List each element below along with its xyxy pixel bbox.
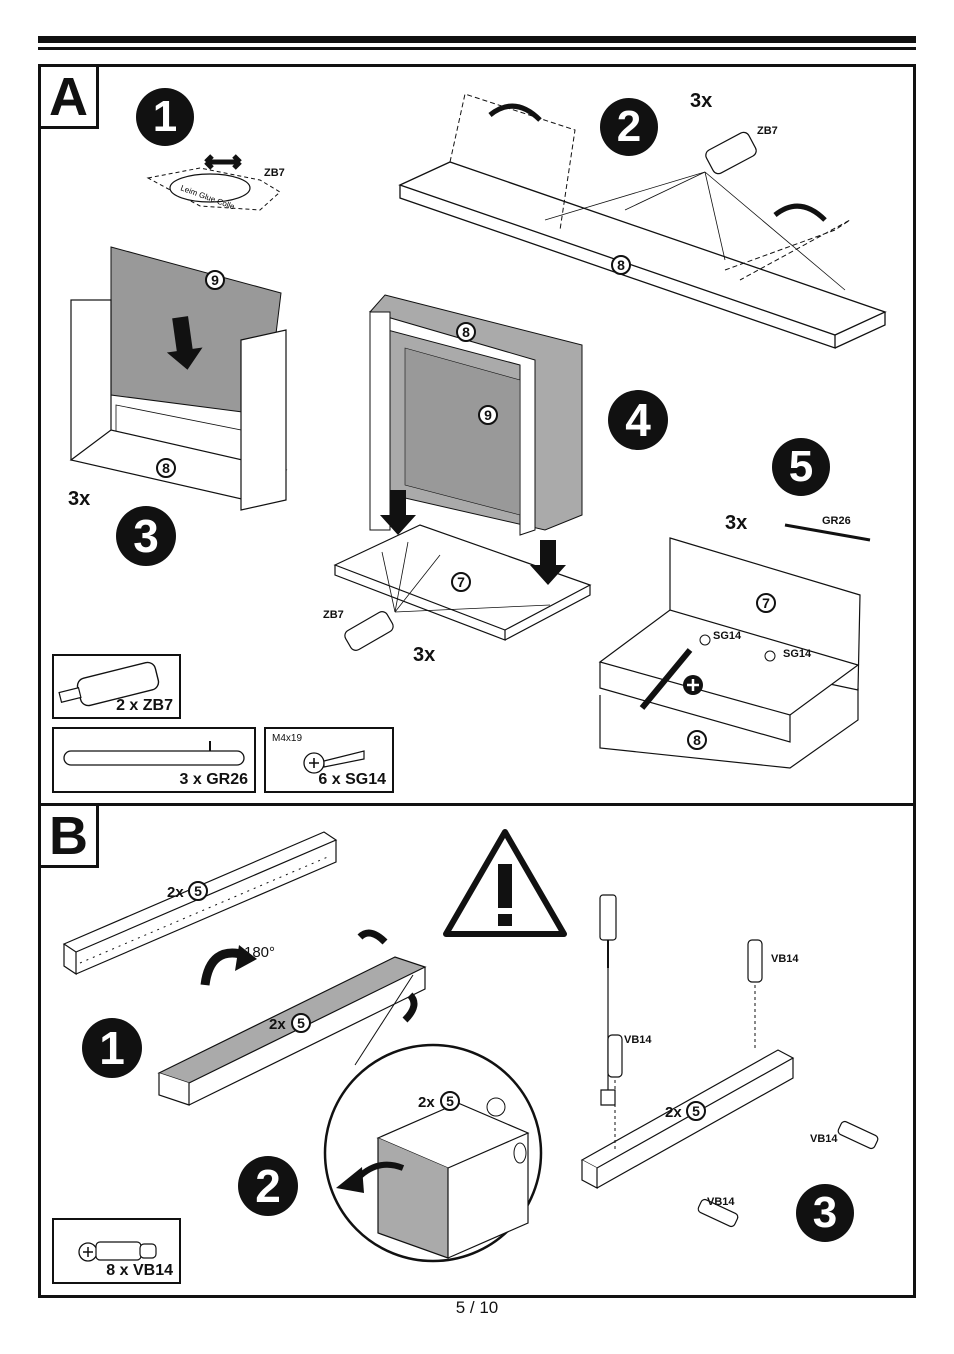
step-a5-badge: 5	[772, 438, 830, 496]
rail-5-dowels-illustration	[580, 894, 879, 1228]
glue-tube-spread-illustration: Leim Glue Colle	[146, 154, 281, 212]
glue-code-step1: ZB7	[264, 167, 285, 179]
handle-bar-icon	[63, 741, 245, 766]
warning-triangle-icon	[443, 829, 567, 937]
header-rule-thin	[38, 47, 916, 50]
part-9-callout-step3: 9	[205, 270, 225, 290]
page-number: 5 / 10	[455, 1298, 499, 1317]
drawer-handle-screw-illustration	[598, 523, 871, 769]
handle-qty-label: 3 x GR26	[179, 771, 248, 788]
step-a2-badge: 2	[600, 98, 658, 156]
glue-tube-icon	[58, 661, 160, 707]
part-5-callout-b3: 5	[686, 1101, 706, 1121]
step-a3-badge: 3	[116, 506, 176, 566]
step5-multiplier: 3x	[725, 512, 748, 534]
parts-box-glue: 2 x ZB7	[52, 654, 181, 719]
cabinet-body-on-base-illustration	[333, 294, 592, 651]
qty-label-b1-top: 2x	[167, 884, 184, 901]
dowel-code-b3-left: VB14	[624, 1034, 652, 1046]
screw-code-step5-left: SG14	[713, 630, 742, 642]
section-a-letter: A	[41, 67, 99, 129]
glue-code-step2: ZB7	[757, 125, 778, 137]
part-8-callout-step2: 8	[611, 255, 631, 275]
qty-label-b2: 2x	[418, 1094, 435, 1111]
rotation-label: 180°	[244, 944, 276, 961]
screw-spec-label: M4x19	[272, 733, 303, 744]
tape-detail-magnifier	[323, 1043, 543, 1263]
step2-multiplier: 3x	[690, 90, 713, 112]
dowel-code-b3-bottom: VB14	[707, 1196, 735, 1208]
parts-box-handle: 3 x GR26	[52, 727, 256, 793]
part-8-callout-step4: 8	[456, 322, 476, 342]
glue-qty-label: 2 x ZB7	[116, 697, 173, 714]
part-5-callout-b1-rail: 5	[291, 1013, 311, 1033]
rotate-arrow-icon	[200, 945, 257, 986]
part-8-callout-step3: 8	[156, 458, 176, 478]
qty-label-b1-rail: 2x	[269, 1016, 286, 1033]
step4-multiplier: 3x	[413, 644, 436, 666]
dowel-code-b3-top: VB14	[771, 953, 799, 965]
parts-box-screw: M4x19 6 x SG14	[264, 727, 394, 793]
part-5-callout-b2: 5	[440, 1091, 460, 1111]
qty-label-b3: 2x	[665, 1104, 682, 1121]
step-b2-badge: 2	[238, 1156, 298, 1216]
step-a4-badge: 4	[608, 390, 668, 450]
handle-code-step5: GR26	[822, 515, 851, 527]
parts-box-dowel: 8 x VB14	[52, 1218, 181, 1284]
panel-8-glue-illustration	[398, 93, 887, 349]
step-b1-badge: 1	[82, 1018, 142, 1078]
dowel-code-b3-right: VB14	[810, 1133, 838, 1145]
part-7-callout-step4: 7	[451, 572, 471, 592]
glue-code-step4: ZB7	[323, 609, 344, 621]
section-b-letter: B	[41, 806, 99, 868]
header-rule-thick	[38, 36, 916, 43]
step-b3-badge: 3	[796, 1184, 854, 1242]
part-5-callout-b1-top: 5	[188, 881, 208, 901]
screw-qty-label: 6 x SG14	[318, 771, 386, 788]
screw-code-step5-right: SG14	[783, 648, 812, 660]
dowel-qty-label: 8 x VB14	[106, 1262, 173, 1279]
dowel-icon	[78, 1241, 157, 1262]
screw-icon	[303, 750, 365, 774]
part-8-callout-step5: 8	[687, 730, 707, 750]
step-a1-badge: 1	[136, 88, 194, 146]
step3-multiplier: 3x	[68, 488, 91, 510]
frame-with-back-panel-illustration	[69, 246, 288, 511]
part-7-callout-step5: 7	[756, 593, 776, 613]
part-9-callout-step4: 9	[478, 405, 498, 425]
